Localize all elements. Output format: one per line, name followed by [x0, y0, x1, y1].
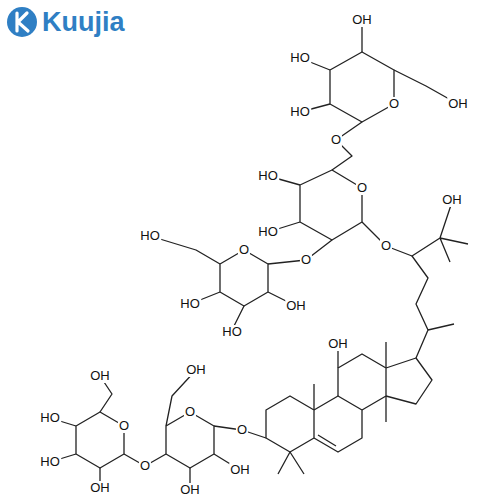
atom-label: HO	[39, 411, 61, 425]
atom-label: OH	[327, 337, 349, 351]
atom-label: HO	[39, 455, 61, 469]
atom-label: OH	[229, 463, 251, 477]
atom-label: HO	[139, 229, 161, 243]
atom-label: O	[356, 181, 368, 195]
atom-label: HO	[257, 169, 279, 183]
atom-label: OH	[179, 483, 201, 497]
atom-label: OH	[89, 481, 111, 495]
atom-label: O	[184, 405, 196, 419]
atom-label: HO	[257, 225, 279, 239]
atom-label: HO	[221, 325, 243, 339]
atom-label: O	[236, 423, 248, 437]
atom-label: OH	[447, 97, 469, 111]
atom-label: O	[330, 133, 342, 147]
atom-label: O	[388, 97, 400, 111]
atom-label: O	[300, 253, 312, 267]
atom-label: OH	[185, 363, 207, 377]
atom-label: OH	[89, 369, 111, 383]
atom-label: O	[380, 239, 392, 253]
watermark-logo: Kuujia	[42, 7, 125, 37]
atom-label: O	[139, 459, 151, 473]
logo-icon	[7, 7, 37, 37]
atom-label: O	[118, 419, 130, 433]
atom-label: HO	[179, 297, 201, 311]
atom-label: HO	[289, 51, 311, 65]
atom-label: OH	[441, 193, 463, 207]
atom-label: OH	[285, 299, 307, 313]
atom-label: O	[238, 243, 250, 257]
bond-lines	[50, 20, 468, 490]
atom-label: OH	[351, 13, 373, 27]
atom-label: HO	[289, 105, 311, 119]
